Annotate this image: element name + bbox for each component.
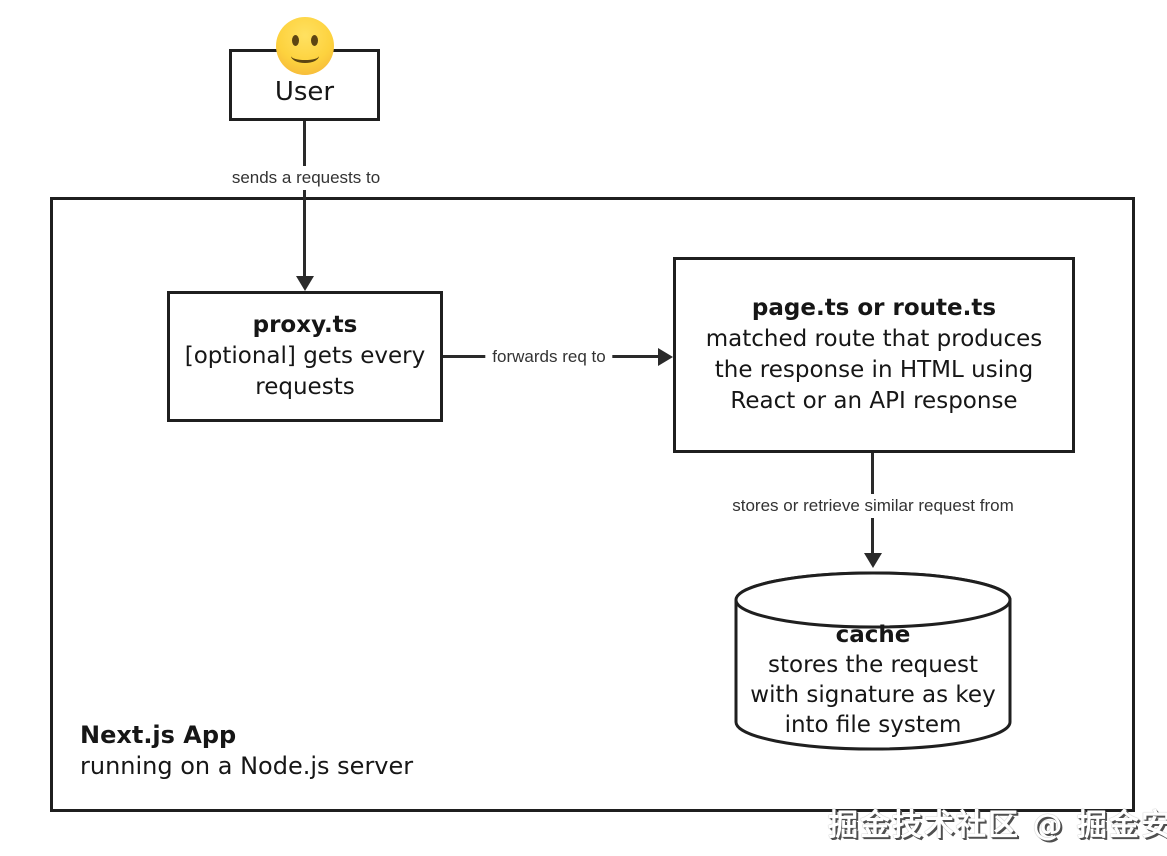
edge-user-to-proxy-arrowhead-icon: [296, 276, 314, 291]
user-node-label: User: [274, 76, 335, 107]
nextjs-app-title: Next.js App: [80, 721, 237, 749]
juejin-watermark: 掘金技术社区 @ 掘金安东尼: [828, 808, 1167, 843]
emoji-left-eye: [292, 35, 299, 46]
nextjs-app-container-label: Next.js App running on a Node.js server: [80, 720, 413, 782]
proxy-ts-node-title: proxy.ts: [252, 312, 358, 338]
slightly-smiling-face-emoji-icon: [276, 17, 334, 75]
proxy-ts-node: proxy.ts [optional] gets every requests: [167, 291, 443, 422]
page-route-ts-node-title: page.ts or route.ts: [751, 295, 997, 321]
edge-user-to-proxy-line: [303, 121, 306, 277]
cache-node-desc-line: into file system: [784, 712, 962, 738]
cache-node-desc-line: with signature as key: [750, 682, 996, 708]
page-route-ts-node-desc-line: the response in HTML using: [714, 357, 1034, 383]
emoji-right-eye: [311, 35, 318, 46]
edge-page-to-cache-label: stores or retrieve similar request from: [725, 494, 1021, 518]
proxy-ts-node-desc-line: [optional] gets every: [184, 343, 426, 369]
edge-page-to-cache-arrowhead-icon: [864, 553, 882, 568]
nextjs-app-subtitle: running on a Node.js server: [80, 752, 414, 780]
edge-user-to-proxy-label: sends a requests to: [224, 166, 388, 190]
nextjs-app-container-box: [50, 197, 1135, 812]
edge-proxy-to-page-arrowhead-icon: [658, 348, 673, 366]
page-route-ts-node-desc-line: matched route that produces: [705, 326, 1043, 352]
cache-node-title: cache: [835, 622, 911, 648]
page-route-ts-node-desc-line: React or an API response: [730, 388, 1018, 414]
proxy-ts-node-desc-line: requests: [255, 374, 355, 400]
emoji-smile: [291, 51, 319, 63]
page-route-ts-node: page.ts or route.ts matched route that p…: [673, 257, 1075, 453]
cache-node-desc-line: stores the request: [768, 652, 978, 678]
edge-proxy-to-page-label: forwards req to: [485, 345, 613, 369]
cache-node-text: cache stores the request with signature …: [733, 620, 1013, 740]
cache-database-cylinder-shape: [734, 571, 1012, 751]
